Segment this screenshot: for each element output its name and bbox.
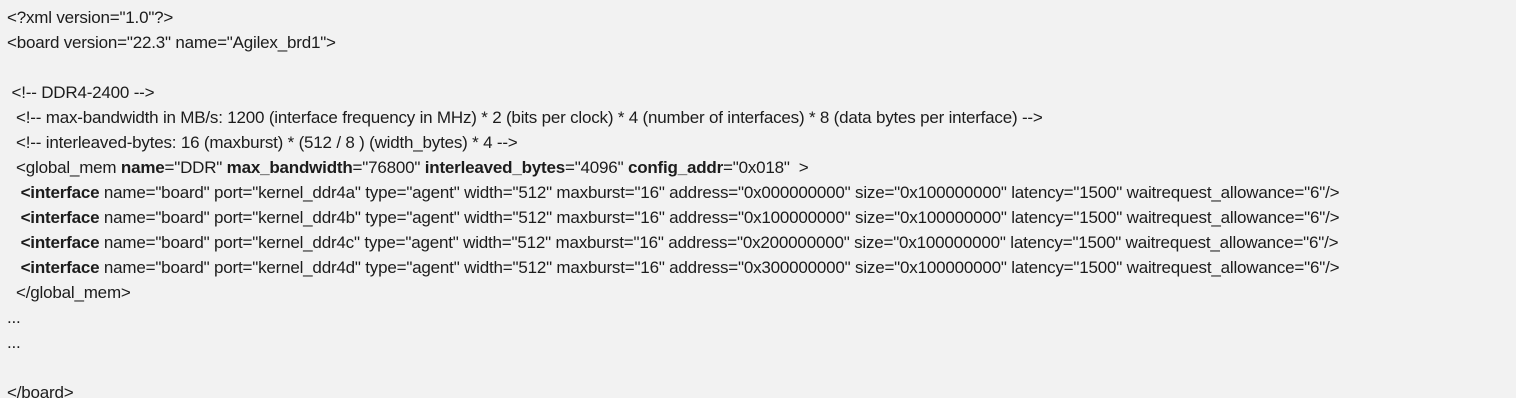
code-segment: name="board" port="kernel_ddr4a" type="a…	[99, 183, 1340, 202]
code-line: <interface name="board" port="kernel_ddr…	[7, 230, 1516, 255]
code-segment-bold: <interface	[20, 258, 100, 277]
code-line: ...	[7, 305, 1516, 330]
code-segment: <board version="22.3" name="Agilex_brd1"…	[7, 33, 336, 52]
code-line: <!-- max-bandwidth in MB/s: 1200 (interf…	[7, 105, 1516, 130]
code-segment-bold: <interface	[20, 183, 100, 202]
code-line: ...	[7, 330, 1516, 355]
code-segment	[7, 233, 21, 252]
code-line: </global_mem>	[7, 280, 1516, 305]
code-segment: name="board" port="kernel_ddr4b" type="a…	[99, 208, 1340, 227]
code-segment	[7, 208, 21, 227]
code-line: </board>	[7, 380, 1516, 398]
code-segment: name="board" port="kernel_ddr4d" type="a…	[99, 258, 1340, 277]
code-segment: <global_mem	[7, 158, 121, 177]
code-segment: <?xml version="1.0"?>	[7, 8, 174, 27]
code-segment	[7, 258, 21, 277]
code-segment	[7, 183, 21, 202]
bottom-strip	[0, 398, 1516, 403]
code-segment: </board>	[7, 383, 74, 398]
code-segment-bold: <interface	[20, 208, 100, 227]
code-line: <global_mem name="DDR" max_bandwidth="76…	[7, 155, 1516, 180]
code-segment: </global_mem>	[7, 283, 131, 302]
code-segment: name="board" port="kernel_ddr4c" type="a…	[99, 233, 1339, 252]
code-line	[7, 355, 1516, 380]
code-segment: ="0x018" >	[723, 158, 809, 177]
code-line: <?xml version="1.0"?>	[7, 5, 1516, 30]
code-segment-bold: <interface	[20, 233, 100, 252]
code-line: <interface name="board" port="kernel_ddr…	[7, 205, 1516, 230]
code-line	[7, 55, 1516, 80]
code-segment-bold: config_addr	[627, 158, 724, 177]
code-line: <board version="22.3" name="Agilex_brd1"…	[7, 30, 1516, 55]
code-segment: ...	[7, 333, 21, 352]
code-segment: ...	[7, 308, 21, 327]
code-segment-bold: interleaved_bytes	[424, 158, 565, 177]
code-line: <interface name="board" port="kernel_ddr…	[7, 180, 1516, 205]
code-segment: ="4096"	[564, 158, 628, 177]
code-line: <!-- DDR4-2400 -->	[7, 80, 1516, 105]
code-line: <!-- interleaved-bytes: 16 (maxburst) * …	[7, 130, 1516, 155]
code-segment-bold: max_bandwidth	[226, 158, 353, 177]
code-segment: ="76800"	[352, 158, 425, 177]
code-segment-bold: name	[120, 158, 165, 177]
code-segment: <!-- interleaved-bytes: 16 (maxburst) * …	[7, 133, 518, 152]
code-line: <interface name="board" port="kernel_ddr…	[7, 255, 1516, 280]
code-segment: ="DDR"	[164, 158, 227, 177]
code-segment: <!-- max-bandwidth in MB/s: 1200 (interf…	[7, 108, 1043, 127]
code-segment: <!-- DDR4-2400 -->	[7, 83, 155, 102]
